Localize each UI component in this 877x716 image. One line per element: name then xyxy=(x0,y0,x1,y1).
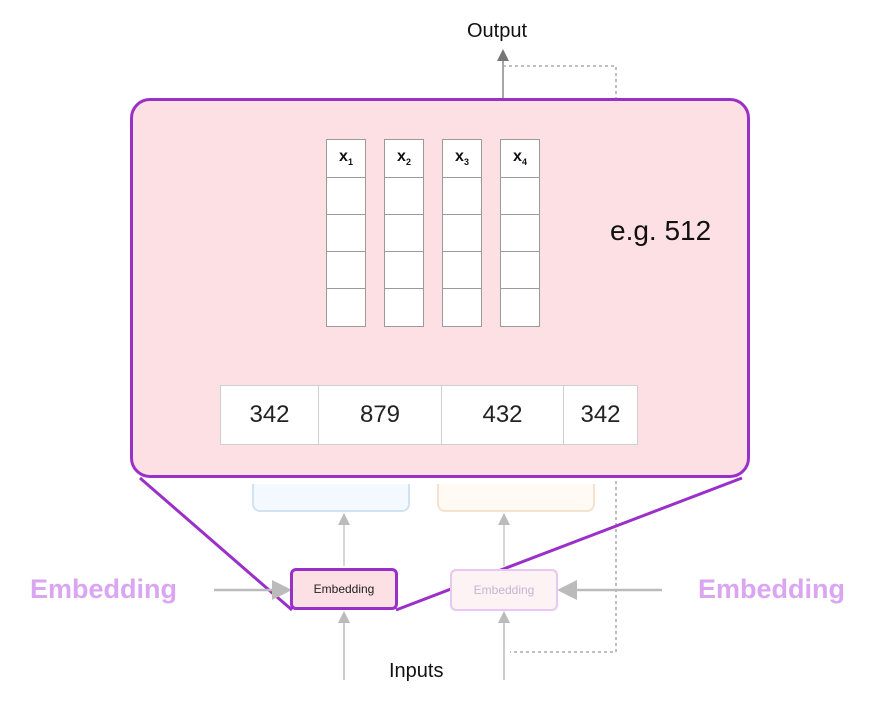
token-id-1: 342 xyxy=(221,386,319,444)
embedding-vector-2: x2 xyxy=(384,139,424,327)
embedding-box: Embedding xyxy=(290,568,398,610)
token-id-4: 342 xyxy=(580,401,621,428)
dimension-label: e.g. 512 xyxy=(610,215,712,246)
output-label: Output xyxy=(467,20,528,42)
token-id-row: 342 879 432 342 xyxy=(220,385,638,445)
side-label-left: Embedding xyxy=(30,574,177,604)
side-label-right: Embedding xyxy=(698,574,845,604)
zoom-line-left xyxy=(139,476,293,612)
faded-block-right xyxy=(437,484,595,512)
vector-label-2: x2 xyxy=(385,140,423,178)
embedding-vector-1: x1 xyxy=(326,139,366,327)
token-id-2: 879 xyxy=(319,386,442,444)
vector-label-1: x1 xyxy=(327,140,365,178)
feedback-loop-dotted xyxy=(503,65,617,653)
vector-label-4: x4 xyxy=(501,140,539,178)
embedding-box-faded: Embedding xyxy=(450,569,558,611)
embedding-vector-4: x4 xyxy=(500,139,540,327)
vector-label-3: x3 xyxy=(443,140,481,178)
embedding-vector-3: x3 xyxy=(442,139,482,327)
token-id-3: 432 xyxy=(442,386,564,444)
inputs-label: Inputs xyxy=(389,660,444,682)
faded-block-left xyxy=(252,484,410,512)
